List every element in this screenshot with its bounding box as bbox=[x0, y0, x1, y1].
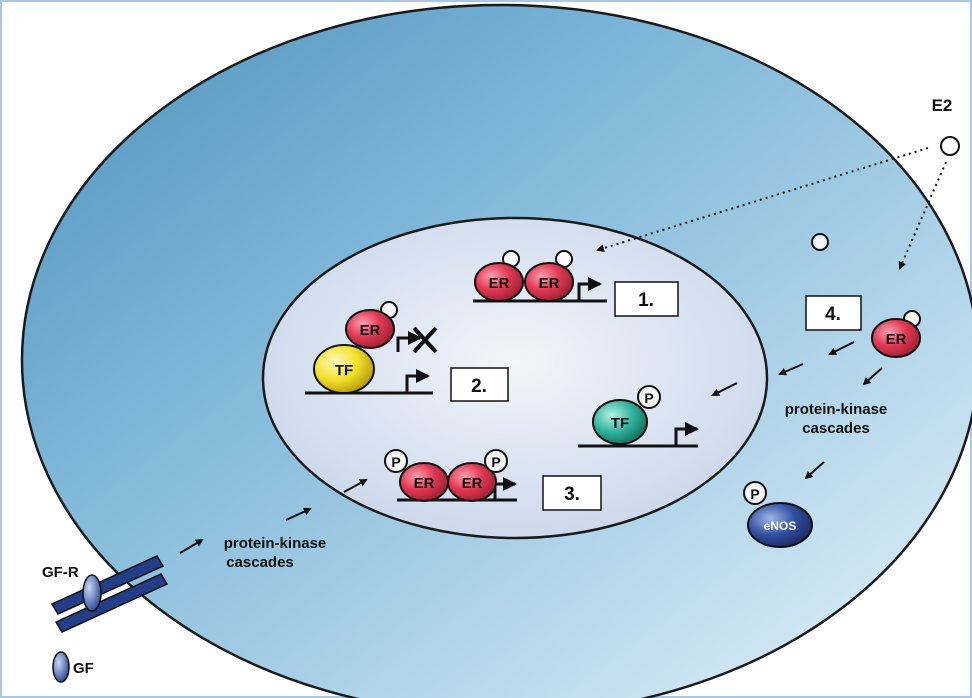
phosphate-label: P bbox=[750, 486, 759, 502]
pathway-number: 3. bbox=[564, 484, 580, 505]
e2-membrane-path bbox=[898, 161, 947, 270]
phosphate-group bbox=[484, 449, 508, 473]
phosphate-group bbox=[743, 481, 767, 505]
pathway-number-box bbox=[542, 475, 602, 511]
signal-arrows-right bbox=[711, 341, 883, 480]
kinase-cascade-label-left-line1: protein-kinase bbox=[224, 535, 327, 552]
pathway-2: TF ER 2. bbox=[305, 301, 509, 402]
tf-label: TF bbox=[335, 362, 353, 379]
receptor-bar bbox=[54, 573, 169, 633]
tf-label: TF bbox=[611, 415, 629, 432]
pathway-1: ER ER 1. bbox=[473, 250, 679, 317]
phosphate-label: P bbox=[644, 390, 653, 406]
transcription-arrow bbox=[577, 277, 602, 301]
gf-molecule bbox=[52, 651, 70, 683]
pathway-number-box bbox=[805, 295, 862, 331]
pathway-number: 1. bbox=[638, 290, 654, 311]
pathway-number: 2. bbox=[471, 376, 487, 397]
pathway-3: ER ER P P 3. bbox=[384, 449, 602, 511]
phosphate-label: P bbox=[391, 454, 400, 470]
gf-receptor bbox=[50, 555, 169, 633]
pathway-number-box bbox=[450, 367, 509, 402]
signal-arrow bbox=[778, 363, 804, 376]
kinase-cascade-label-left-line2: cascades bbox=[226, 554, 294, 571]
signal-arrow bbox=[711, 382, 738, 396]
er-label: ER bbox=[360, 322, 381, 339]
er-label: ER bbox=[539, 275, 560, 292]
e2-label: E2 bbox=[932, 96, 953, 115]
er-protein bbox=[345, 309, 395, 349]
signal-arrow bbox=[804, 461, 825, 480]
er-protein bbox=[871, 318, 921, 358]
phosphate-label: P bbox=[491, 454, 500, 470]
e2-molecule bbox=[940, 136, 960, 156]
receptor-bar bbox=[50, 555, 165, 615]
phosphate-group bbox=[637, 385, 661, 409]
pathway-4: 4. ER protein-kinase cascades eNOS P bbox=[743, 295, 921, 548]
er-protein bbox=[524, 262, 574, 302]
transcription-arrow bbox=[405, 369, 430, 393]
er-label: ER bbox=[462, 475, 483, 492]
gf-label: GF bbox=[73, 660, 94, 677]
blocked-cross bbox=[412, 326, 438, 354]
tf-protein bbox=[313, 344, 375, 394]
phosphate-group bbox=[384, 449, 408, 473]
blocked-transcription-arrow bbox=[396, 331, 422, 352]
er-label: ER bbox=[414, 475, 435, 492]
signal-arrow bbox=[285, 507, 312, 521]
er-label: ER bbox=[489, 275, 510, 292]
pathway-number-box bbox=[614, 281, 679, 317]
phospho-tf-complex: TF P bbox=[578, 385, 699, 448]
signal-arrow bbox=[179, 538, 204, 554]
gf-bound bbox=[82, 574, 102, 612]
signal-arrow bbox=[343, 479, 368, 493]
er-protein bbox=[447, 462, 497, 502]
e2-cytoplasm-molecule bbox=[811, 233, 829, 251]
enos-protein bbox=[747, 502, 813, 548]
transcription-arrow bbox=[674, 422, 699, 446]
signal-arrow bbox=[828, 341, 855, 355]
er-protein bbox=[474, 262, 524, 302]
signal-arrow bbox=[862, 367, 883, 386]
enos-label: eNOS bbox=[764, 519, 797, 533]
gf-r-label: GF-R bbox=[42, 564, 79, 581]
tf-protein bbox=[592, 399, 648, 445]
signal-arrows-left bbox=[179, 479, 368, 554]
kinase-cascade-label-line2: cascades bbox=[802, 420, 870, 437]
kinase-cascade-label-line1: protein-kinase bbox=[785, 401, 888, 418]
er-label: ER bbox=[886, 331, 907, 348]
pathway-number: 4. bbox=[825, 304, 841, 325]
